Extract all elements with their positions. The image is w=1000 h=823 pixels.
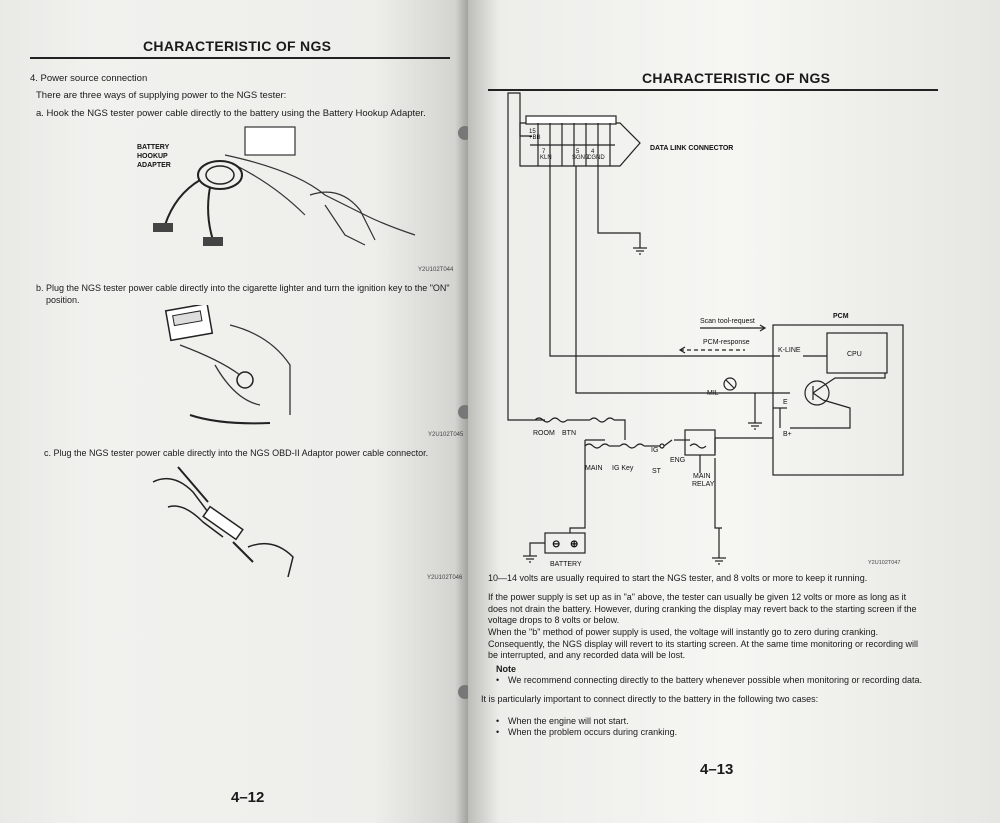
main-fuse: [584, 443, 610, 449]
pin-15-sub: +BB: [529, 135, 541, 141]
main-relay-label-1: MAIN: [693, 473, 711, 480]
pcm-label: PCM: [833, 313, 849, 320]
item-b-text-cont: position.: [46, 295, 80, 305]
right-page-title: CHARACTERISTIC OF NGS: [642, 70, 831, 86]
pin-15-label: 15: [529, 129, 536, 135]
pin-7-sub: KLN: [540, 155, 552, 161]
pin-4-sub: CGND: [587, 155, 605, 161]
room-fuse: [534, 417, 568, 423]
wire-bb: [507, 92, 545, 421]
callout-battery: BATTERY: [137, 144, 170, 151]
case-1: When the engine will not start.: [508, 716, 629, 726]
pin-5-sub: SGND: [572, 155, 590, 161]
wiring-diagram: 15 +BB 7 KLN 5 SGND 4 CGND DATA LINK CON…: [507, 92, 904, 568]
main-relay-label-2: RELAY: [692, 481, 715, 488]
paragraph-b-method: When the "b" method of power supply is u…: [488, 627, 919, 660]
pcm-response-label: PCM-response: [703, 339, 750, 346]
ig-label: IG: [651, 447, 658, 454]
volts-text: 10—14 volts are usually required to star…: [488, 573, 868, 583]
scan-request-label: Scan tool-request: [700, 318, 755, 325]
case-bullet-1: •: [496, 716, 500, 726]
bplus-label: B+: [783, 431, 792, 438]
item-b-text: b. Plug the NGS tester power cable direc…: [36, 283, 450, 293]
intro-text: There are three ways of supplying power …: [36, 90, 287, 101]
left-page: CHARACTERISTIC OF NGS 4. Power source co…: [0, 0, 468, 823]
left-title-rule: [30, 57, 450, 59]
eng-label: ENG: [670, 457, 685, 464]
dlc-label: DATA LINK CONNECTOR: [650, 145, 733, 152]
diagram-code: Y2U102T047: [868, 560, 900, 566]
kline-label: K-LINE: [778, 347, 801, 354]
paragraph-a-method: If the power supply is set up as in "a" …: [488, 592, 917, 625]
wire-kline: [549, 166, 780, 357]
section-heading: 4. Power source connection: [30, 73, 148, 84]
battery-box: [544, 532, 586, 554]
wire-sgnd: [575, 166, 790, 394]
cigarette-lighter-illustration: [160, 302, 300, 430]
btn-label: BTN: [562, 430, 576, 437]
note-heading: Note: [496, 664, 516, 674]
left-page-title: CHARACTERISTIC OF NGS: [143, 38, 332, 54]
eng-fuse: [689, 443, 707, 449]
btn-fuse: [589, 417, 615, 423]
callout-adapter: ADAPTER: [137, 162, 171, 169]
cpu-box: [826, 332, 888, 374]
fig1-code: Y2U102T044: [418, 267, 454, 273]
wire-cgnd: [597, 166, 641, 248]
main-label: MAIN: [585, 465, 603, 472]
st-label: ST: [652, 468, 662, 475]
main-relay: [684, 429, 716, 456]
right-title-rule: [488, 89, 938, 91]
igkey-fuse: [619, 443, 645, 449]
note-bullet: •: [496, 675, 500, 685]
item-a-text: a. Hook the NGS tester power cable direc…: [36, 108, 426, 119]
room-label: ROOM: [533, 430, 555, 437]
callout-hookup: HOOKUP: [137, 153, 168, 160]
mil-label: MIL: [707, 390, 719, 397]
item-c-text: c. Plug the NGS tester power cable direc…: [44, 448, 429, 458]
left-page-number: 4–12: [231, 789, 265, 806]
battery-plus: ⊕: [570, 539, 578, 550]
e-label: E: [783, 399, 788, 406]
igkey-label: IG Key: [612, 465, 634, 472]
case-2: When the problem occurs during cranking.: [508, 727, 678, 737]
battery-label: BATTERY: [550, 561, 582, 568]
pin-7-label: 7: [542, 149, 546, 155]
case-bullet-2: •: [496, 727, 500, 737]
fig3-code: Y2U102T046: [427, 575, 463, 581]
right-page: CHARACTERISTIC OF NGS 10—14 volts are us…: [468, 0, 1000, 823]
cases-intro: It is particularly important to connect …: [481, 694, 819, 704]
battery-hookup-illustration: [135, 125, 420, 255]
pcm-box: [772, 324, 904, 476]
cpu-label: CPU: [847, 351, 862, 358]
pin-5-label: 5: [576, 149, 580, 155]
right-page-number: 4–13: [700, 761, 734, 778]
pin-4-label: 4: [591, 149, 595, 155]
obd-adaptor-illustration: [148, 462, 298, 582]
battery-minus: ⊖: [552, 539, 560, 550]
fig2-code: Y2U102T045: [428, 432, 464, 438]
note-text: We recommend connecting directly to the …: [508, 675, 923, 685]
